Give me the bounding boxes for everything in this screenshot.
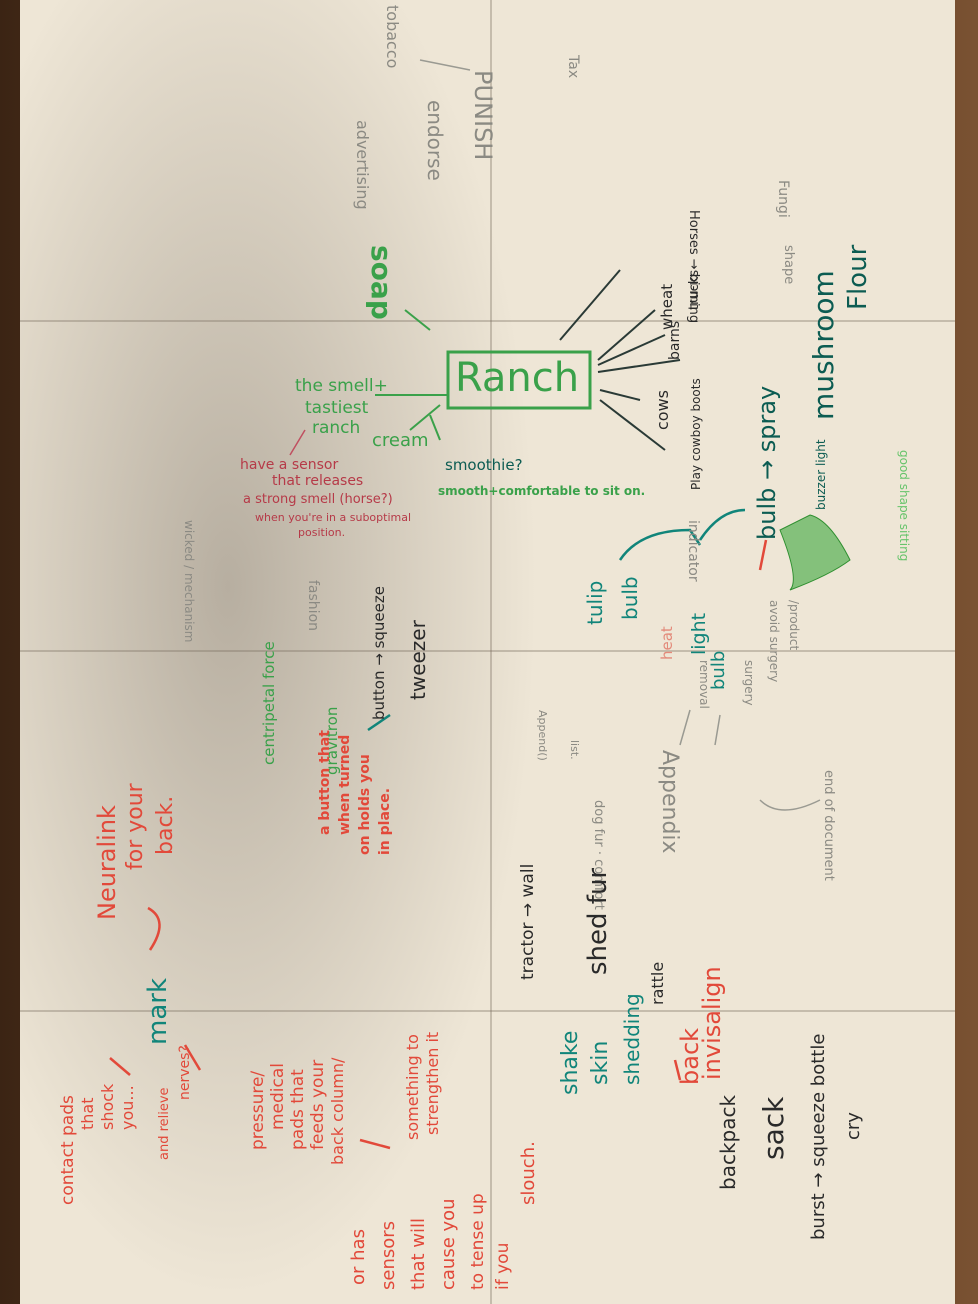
shape-label: shape [781,245,796,285]
sensor-note: when you're in a suboptimal [255,511,412,524]
sensors-note: slouch. [518,1141,539,1205]
smell-label: the smell+ [295,376,388,396]
contact-note: contact pads [58,1095,78,1205]
fashion-label: fashion [305,580,321,632]
tractor-label: tractor → wall [518,863,538,980]
sensor-note: a strong smell (horse?) [243,492,393,507]
holds-note: in place. [377,787,393,855]
pressure-note: strengthen it [423,1031,442,1135]
advertising-label: advertising [353,120,372,210]
fungi-label: Fungi [775,180,791,218]
appendix-label: Appendix [657,750,682,854]
bulb-spray-label: bulb → spray [753,385,781,540]
ranch-label: Ranch [455,355,580,401]
contact-note: nerves? [177,1045,193,1100]
cream-label: cream [372,430,429,451]
fold-line [20,650,955,652]
mushroom-label: mushroom [807,270,840,420]
good-shape-label: good shape sitting [897,450,911,562]
cows-label: cows [653,389,672,430]
sack-label: sack [757,1096,790,1160]
wicked-label: wicked / mechanism [182,520,196,643]
paper-sheet [20,0,955,1304]
trucks-label: trucks [687,269,702,310]
button-squeeze-label: button → squeeze [370,586,388,720]
pressure-note: feeds your [308,1059,328,1150]
neuralink-label: Neuralink [93,805,121,920]
punish-label: PUNISH [469,70,497,161]
bulb2-label: bulb [708,650,729,690]
sensors-note: that will [408,1218,429,1290]
light-label: light [688,612,710,655]
removal-label: removal [697,660,711,709]
holds-note: on holds you [357,754,373,855]
contact-note: you... [118,1085,137,1130]
shake-label: shake [558,1030,583,1095]
skin-label: skin [588,1040,613,1085]
shedding-label: shedding [620,993,644,1085]
sensors-note: if you [493,1242,513,1290]
invisalign-label: invisalign [698,966,726,1080]
contact-note: that [78,1097,97,1131]
tastiest-label: tastiest [305,398,369,418]
for-your-label: for your [123,783,148,870]
burst-label: burst → squeeze bottle [808,1033,829,1240]
fold-line [20,1010,955,1012]
sensor-note: that releases [272,473,364,489]
end-document-label: end of document [821,770,836,881]
sensor-note: position. [298,526,346,539]
backpack-label: backpack [716,1094,740,1190]
sensors-note: cause you [438,1198,459,1290]
surgery-label: surgery [742,660,756,706]
pressure-note: pads that [288,1069,308,1150]
contact-note: and relieve [157,1087,172,1160]
pressure-note: pressure/ [248,1070,268,1150]
bulb-label: bulb [618,576,642,620]
sensor-note: have a sensor [240,457,339,473]
fold-line [490,0,492,1304]
heat-label: heat [658,626,676,660]
endorse-label: endorse [423,100,447,181]
smooth-label: smooth+comfortable to sit on. [438,484,646,498]
flour-label: Flour [843,244,873,310]
tobacco-label: tobacco [383,5,402,69]
pressure-note: something to [403,1034,422,1140]
cry-label: cry [843,1112,864,1140]
barns-label: barns [667,320,683,360]
soap-label: soap [365,245,398,320]
tax-label: Tax [565,55,581,79]
tulip-label: tulip [583,580,607,625]
buzzer-label: buzzer light [814,439,828,510]
pressure-note: medical [268,1062,288,1130]
smoothie-label: smoothie? [445,456,523,474]
centripetal-label: centripetal force [260,641,278,765]
ranch-small-label: ranch [312,418,361,438]
shadow [20,0,540,1304]
sensors-note: or has [348,1229,369,1285]
avoid-surgery-label: avoid surgery [767,600,781,683]
fold-line [20,320,955,322]
append-label: Append() [536,710,549,761]
back-label: back. [153,795,178,855]
product-label: /product [787,600,801,651]
sensors-note: to tense up [468,1193,488,1290]
holds-note: a button that [317,730,333,835]
pressure-note: back column/ [328,1057,347,1165]
tweezer-label: tweezer [406,620,430,700]
list-label: list. [568,740,581,760]
contact-note: shock [98,1083,117,1130]
sensors-note: sensors [378,1220,399,1290]
boots-label: Play cowboy boots [689,378,703,490]
shed-fur-label: shed fur [583,867,613,975]
mark-label: mark [143,977,173,1045]
holds-note: when turned [337,734,353,835]
rattle-label: rattle [648,961,667,1005]
indicator-label: indicator [685,520,701,582]
